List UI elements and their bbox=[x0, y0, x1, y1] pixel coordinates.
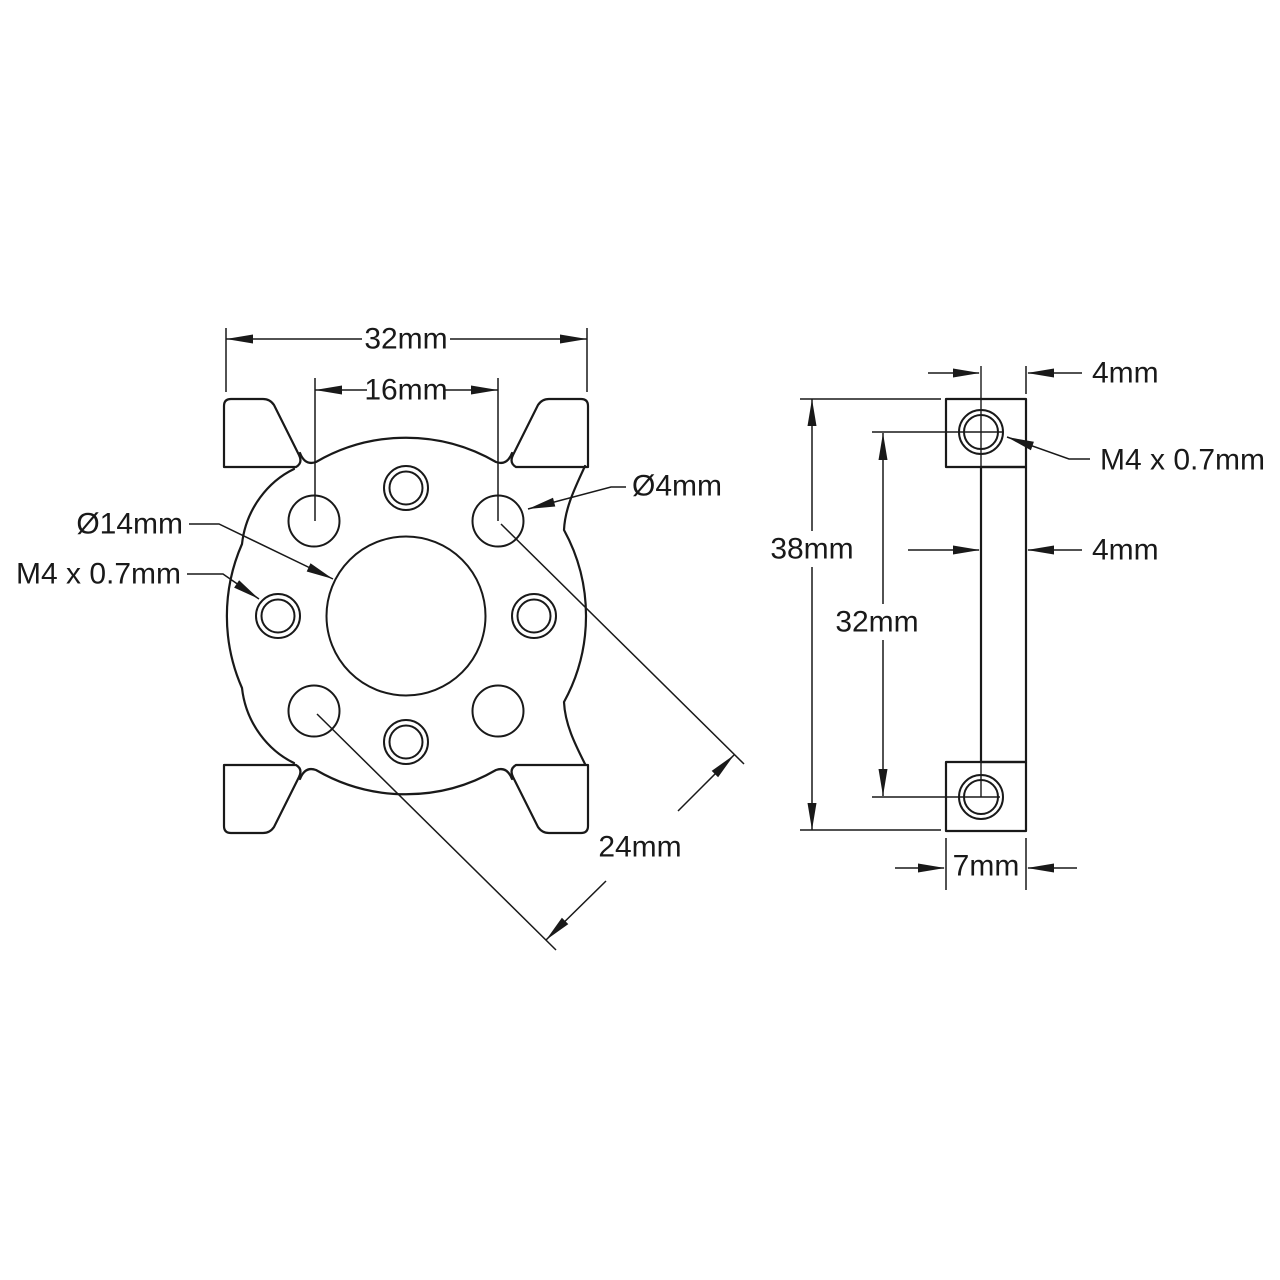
tapped-hole-label: M4 x 0.7mm bbox=[16, 558, 181, 591]
dim-hole-spacing-label: 16mm bbox=[364, 374, 447, 407]
front-leader-center-bore: Ø14mm bbox=[76, 508, 334, 580]
flange-side-right bbox=[562, 464, 588, 766]
tab-top-right bbox=[510, 397, 590, 469]
dim-hole-offset-label: 4mm bbox=[1092, 357, 1159, 390]
thru-hole-bottom-right bbox=[471, 684, 525, 738]
dim-diagonal-label: 24mm bbox=[598, 831, 681, 864]
tapped-hole-left-outer bbox=[255, 593, 301, 639]
tapped-hole-right-outer bbox=[511, 593, 557, 639]
arrowhead-left-icon bbox=[315, 385, 342, 395]
thru-hole-bottom-left bbox=[287, 684, 341, 738]
thru-hole-label: Ø4mm bbox=[632, 470, 722, 503]
front-dim-hole-spacing: 16mm bbox=[314, 374, 499, 521]
dim-overall-height-label: 38mm bbox=[770, 533, 853, 566]
flange-arc-top bbox=[298, 436, 514, 465]
side-dim-overall-height: 38mm bbox=[770, 398, 941, 831]
extension-line bbox=[316, 713, 557, 951]
arrowhead-down-icon bbox=[807, 803, 817, 830]
arrowhead-icon bbox=[234, 580, 259, 599]
front-dim-width: 32mm bbox=[225, 323, 588, 392]
leader-line bbox=[189, 523, 334, 580]
arrowhead-up-icon bbox=[878, 433, 888, 460]
tab-bottom-right bbox=[510, 763, 590, 835]
arrowhead-left-icon bbox=[1027, 368, 1054, 378]
bottom-tapped-hole-inner bbox=[963, 779, 999, 815]
front-dim-diagonal: 24mm bbox=[316, 523, 745, 951]
front-leader-tapped-hole: M4 x 0.7mm bbox=[16, 558, 260, 600]
arrowhead-icon bbox=[306, 563, 333, 579]
tapped-hole-label: M4 x 0.7mm bbox=[1100, 444, 1265, 477]
tapped-hole-right-inner bbox=[516, 598, 552, 634]
arrowhead-upper-icon bbox=[711, 755, 734, 778]
arrowhead-right-icon bbox=[953, 368, 980, 378]
tapped-hole-top-inner bbox=[388, 470, 424, 506]
side-view: 38mm 32mm 4mm 4mm bbox=[770, 357, 1265, 890]
extension-line bbox=[500, 523, 745, 765]
tab-bottom-left bbox=[222, 763, 302, 835]
arrowhead-icon bbox=[528, 497, 556, 509]
side-view-centerlines bbox=[872, 366, 1003, 798]
arrowhead-down-icon bbox=[878, 769, 888, 796]
front-view-part bbox=[222, 397, 590, 835]
flange-arc-bottom bbox=[298, 767, 514, 796]
thru-hole-top-left bbox=[287, 494, 341, 548]
top-block bbox=[944, 397, 1028, 469]
tapped-hole-left-inner bbox=[260, 598, 296, 634]
arrowhead-up-icon bbox=[807, 399, 817, 426]
side-view-part bbox=[944, 397, 1028, 833]
dim-block-width-label: 7mm bbox=[953, 850, 1020, 883]
arrowhead-right-icon bbox=[918, 863, 945, 873]
side-dim-hole-offset: 4mm bbox=[928, 357, 1159, 394]
arrowhead-left-icon bbox=[226, 334, 253, 344]
dim-hole-spacing-label: 32mm bbox=[835, 606, 918, 639]
tapped-hole-top-outer bbox=[383, 465, 429, 511]
center-bore bbox=[325, 535, 487, 697]
dim-width-label: 32mm bbox=[364, 323, 447, 356]
front-leader-thru-hole: Ø4mm bbox=[527, 470, 722, 510]
leader-line bbox=[527, 486, 626, 510]
arrowhead-left-icon bbox=[1027, 863, 1054, 873]
bottom-tapped-hole-outer bbox=[958, 774, 1004, 820]
side-dim-block-width: 7mm bbox=[895, 838, 1077, 890]
tapped-hole-bottom-outer bbox=[383, 719, 429, 765]
side-dim-hole-spacing: 32mm bbox=[835, 433, 919, 796]
tapped-hole-bottom-inner bbox=[388, 724, 424, 760]
tab-top-left bbox=[222, 397, 302, 469]
leader-line bbox=[187, 573, 260, 600]
arrowhead-right-icon bbox=[471, 385, 498, 395]
flange-side-left bbox=[225, 467, 296, 765]
arrowhead-right-icon bbox=[953, 545, 980, 555]
arrowhead-lower-icon bbox=[546, 917, 569, 940]
arrowhead-right-icon bbox=[560, 334, 587, 344]
top-tapped-hole-outer bbox=[958, 409, 1004, 455]
arrowhead-icon bbox=[1007, 437, 1034, 451]
arrowhead-left-icon bbox=[1027, 545, 1054, 555]
side-dim-plate-thickness: 4mm bbox=[908, 534, 1159, 567]
dim-plate-thickness-label: 4mm bbox=[1092, 534, 1159, 567]
side-leader-tapped-hole: M4 x 0.7mm bbox=[1006, 436, 1265, 477]
front-view: 32mm 16mm 24mm Ø14mm bbox=[16, 323, 745, 951]
top-tapped-hole-inner bbox=[963, 414, 999, 450]
plate-bar bbox=[979, 465, 1028, 764]
center-bore-label: Ø14mm bbox=[76, 508, 183, 541]
